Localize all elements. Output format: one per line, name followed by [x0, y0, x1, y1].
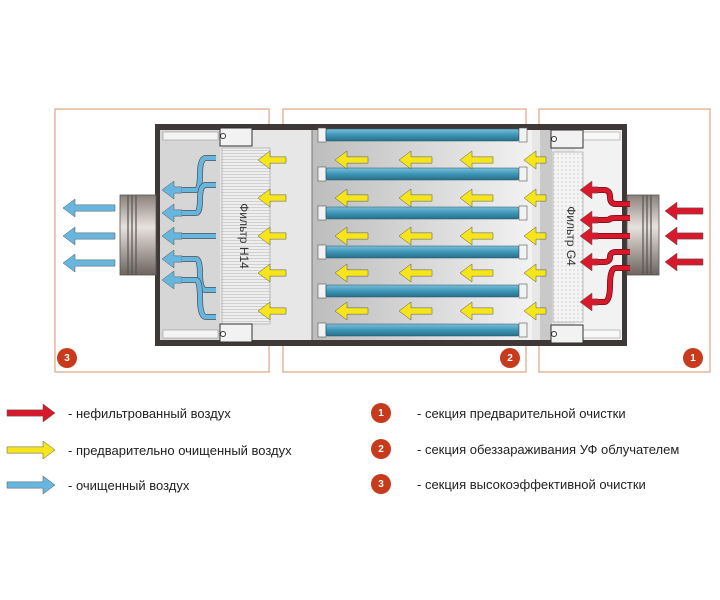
legend-label-section-3: - секция высокоэффективной очистки [417, 477, 646, 492]
yellow-arrow [334, 263, 369, 283]
inlet-pipe [626, 194, 660, 276]
legend-badge-1: 1 [371, 403, 391, 423]
yellow-arrow [398, 301, 433, 321]
legend-arrows [6, 403, 56, 495]
legend-arrow-2 [6, 475, 56, 495]
blue-arrow [62, 226, 116, 246]
yellow-arrow [334, 226, 369, 246]
yellow-arrow [523, 188, 547, 208]
filter-g4-label: Фильтр G4 [564, 206, 578, 266]
uv-lamp [317, 127, 528, 143]
yellow-arrow [459, 301, 494, 321]
yellow-arrow [459, 150, 494, 170]
section-badge-1: 1 [683, 348, 703, 368]
red-flow-path [598, 265, 630, 305]
yellow-arrow [523, 301, 547, 321]
yellow-arrow [459, 226, 494, 246]
red-arrow [664, 226, 704, 246]
section-badge-3: 3 [57, 348, 77, 368]
yellow-arrow [398, 150, 433, 170]
blue-arrow [62, 253, 116, 273]
legend-label-cleaned: - очищенный воздух [68, 478, 190, 493]
yellow-arrow [459, 188, 494, 208]
uv-lamp [317, 244, 528, 260]
legend-label-section-2: - секция обеззараживания УФ облучателем [417, 442, 680, 457]
red-flow-path [598, 249, 630, 265]
yellow-arrow [257, 188, 287, 208]
legend-label-section-1: - секция предварительной очистки [417, 406, 626, 421]
yellow-arrow [523, 226, 547, 246]
uv-lamp [317, 283, 528, 299]
legend-badge-2: 2 [371, 439, 391, 459]
airflow-arrows [62, 150, 704, 321]
yellow-arrow [334, 188, 369, 208]
yellow-arrow [398, 263, 433, 283]
red-arrow [664, 252, 704, 272]
legend-arrow-0 [6, 403, 56, 423]
uv-lamps [317, 127, 528, 338]
yellow-arrow [334, 150, 369, 170]
yellow-arrow [257, 150, 287, 170]
yellow-arrow [523, 263, 547, 283]
yellow-arrow [398, 226, 433, 246]
outlet-pipe [119, 194, 157, 276]
legend-arrow-1 [6, 440, 56, 460]
filter-g4: Фильтр G4 [550, 129, 584, 344]
filter-h14-label: Фильтр H14 [237, 203, 251, 269]
yellow-arrow [523, 150, 547, 170]
yellow-arrow [257, 226, 287, 246]
uv-lamp [317, 205, 528, 221]
yellow-arrow [257, 301, 287, 321]
uv-lamp [317, 166, 528, 182]
red-flow-path [598, 215, 630, 223]
legend-badge-3: 3 [371, 474, 391, 494]
section-badge-2: 2 [500, 348, 520, 368]
yellow-arrow [398, 188, 433, 208]
legend-label-prefiltered: - предварительно очищенный воздух [68, 443, 292, 458]
legend-label-unfiltered: - нефильтрованный воздух [68, 406, 231, 421]
blue-arrow [62, 198, 116, 218]
uv-lamp [317, 322, 528, 338]
red-arrow [664, 201, 704, 221]
yellow-arrow [459, 263, 494, 283]
yellow-arrow [257, 263, 287, 283]
red-flow-path [598, 187, 630, 207]
yellow-arrow [334, 301, 369, 321]
